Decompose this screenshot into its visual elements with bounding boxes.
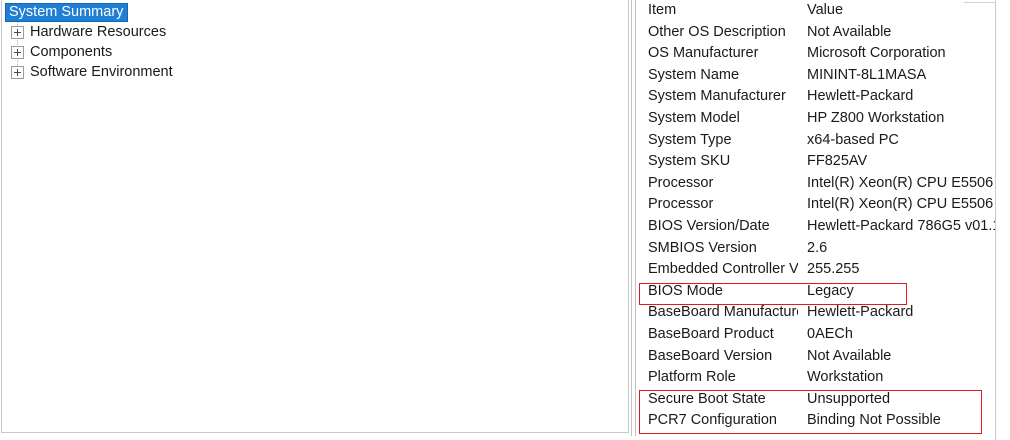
tree-item-components[interactable]: Components bbox=[2, 42, 628, 62]
row-value: 0AECh bbox=[807, 325, 853, 342]
row-value: Binding Not Possible bbox=[807, 412, 941, 429]
row-value: 2.6 bbox=[807, 239, 828, 256]
row-item: System Type bbox=[648, 131, 732, 148]
tree-item-system-summary[interactable]: System Summary bbox=[2, 2, 628, 22]
column-header-item[interactable]: Item bbox=[648, 2, 677, 18]
row-item: Secure Boot State bbox=[648, 390, 766, 407]
row-value: Not Available bbox=[807, 347, 892, 364]
table-row[interactable]: Processor Intel(R) Xeon(R) CPU E5506 bbox=[639, 194, 996, 216]
row-value: Intel(R) Xeon(R) CPU E5506 bbox=[807, 174, 994, 191]
plus-box-icon[interactable] bbox=[11, 25, 24, 39]
table-row-pcr7-configuration[interactable]: PCR7 Configuration Binding Not Possible bbox=[639, 410, 996, 432]
table-row[interactable]: OS Manufacturer Microsoft Corporation bbox=[639, 43, 996, 65]
table-row[interactable]: Processor Intel(R) Xeon(R) CPU E5506 bbox=[639, 173, 996, 195]
tree-item-hardware-resources-label: Hardware Resources bbox=[30, 24, 167, 40]
table-row[interactable]: Platform Role Workstation bbox=[639, 367, 996, 389]
system-tree: System Summary Hardware Resources Compon… bbox=[2, 0, 628, 82]
row-value: MININT-8L1MASA bbox=[807, 66, 927, 83]
row-item: BaseBoard Product bbox=[648, 325, 774, 342]
tree-item-system-summary-label: System Summary bbox=[5, 2, 129, 22]
row-value: x64-based PC bbox=[807, 131, 899, 148]
row-item: Processor bbox=[648, 196, 714, 213]
table-row[interactable]: BIOS Version/Date Hewlett-Packard 786G5 … bbox=[639, 216, 996, 238]
column-header-value[interactable]: Value bbox=[807, 2, 844, 18]
row-value: Workstation bbox=[807, 369, 884, 386]
table-row[interactable]: SMBIOS Version 2.6 bbox=[639, 238, 996, 260]
row-value: Hewlett-Packard bbox=[807, 88, 914, 105]
plus-box-icon[interactable] bbox=[11, 45, 24, 59]
navigation-tree-panel[interactable]: System Summary Hardware Resources Compon… bbox=[1, 0, 629, 433]
row-item: Embedded Controller V... bbox=[648, 261, 798, 278]
table-header-row[interactable]: Item Value bbox=[639, 0, 996, 22]
table-row[interactable]: Other OS Description Not Available bbox=[639, 22, 996, 44]
table-row[interactable]: System Manufacturer Hewlett-Packard bbox=[639, 86, 996, 108]
row-value: Hewlett-Packard 786G5 v01.17, 8/ bbox=[807, 217, 996, 234]
table-row-secure-boot-state[interactable]: Secure Boot State Unsupported bbox=[639, 389, 996, 411]
row-value: 255.255 bbox=[807, 261, 860, 278]
table-row[interactable]: System Name MININT-8L1MASA bbox=[639, 65, 996, 87]
row-item: System SKU bbox=[648, 153, 731, 170]
system-summary-table: Item Value Other OS Description Not Avai… bbox=[639, 0, 996, 432]
window-top-border bbox=[964, 2, 996, 3]
row-item: PCR7 Configuration bbox=[648, 412, 777, 429]
row-item: BaseBoard Version bbox=[648, 347, 773, 364]
plus-box-icon[interactable] bbox=[11, 65, 24, 79]
row-value: Not Available bbox=[807, 23, 892, 40]
table-row[interactable]: BaseBoard Product 0AECh bbox=[639, 324, 996, 346]
table-row[interactable]: System Type x64-based PC bbox=[639, 130, 996, 152]
row-value: Microsoft Corporation bbox=[807, 45, 946, 62]
table-row[interactable]: System SKU FF825AV bbox=[639, 151, 996, 173]
row-item: SMBIOS Version bbox=[648, 239, 757, 256]
tree-item-software-environment[interactable]: Software Environment bbox=[2, 62, 628, 82]
row-item: BaseBoard Manufacturer bbox=[648, 304, 798, 321]
row-item: Platform Role bbox=[648, 369, 736, 386]
row-item: System Model bbox=[648, 109, 740, 126]
tree-item-hardware-resources[interactable]: Hardware Resources bbox=[2, 22, 628, 42]
row-value: HP Z800 Workstation bbox=[807, 109, 945, 126]
row-item: OS Manufacturer bbox=[648, 45, 759, 62]
tree-item-components-label: Components bbox=[30, 44, 113, 60]
row-item: BIOS Version/Date bbox=[648, 217, 770, 234]
row-value: FF825AV bbox=[807, 153, 868, 170]
window-right-border bbox=[995, 0, 996, 440]
row-value: Legacy bbox=[807, 282, 854, 299]
table-row[interactable]: System Model HP Z800 Workstation bbox=[639, 108, 996, 130]
details-panel[interactable]: Item Value Other OS Description Not Avai… bbox=[631, 0, 996, 436]
row-value: Intel(R) Xeon(R) CPU E5506 bbox=[807, 196, 994, 213]
row-value: Unsupported bbox=[807, 390, 891, 407]
row-item: Processor bbox=[648, 174, 714, 191]
table-row[interactable]: BaseBoard Version Not Available bbox=[639, 346, 996, 368]
details-scroll-area[interactable]: Item Value Other OS Description Not Avai… bbox=[639, 0, 996, 436]
row-item: System Manufacturer bbox=[648, 88, 786, 105]
tree-item-software-environment-label: Software Environment bbox=[30, 64, 173, 80]
table-row[interactable]: BaseBoard Manufacturer Hewlett-Packard bbox=[639, 302, 996, 324]
table-row[interactable]: Embedded Controller V... 255.255 bbox=[639, 259, 996, 281]
row-value: Hewlett-Packard bbox=[807, 304, 914, 321]
table-row-bios-mode[interactable]: BIOS Mode Legacy bbox=[639, 281, 996, 303]
row-item: System Name bbox=[648, 66, 740, 83]
row-item: BIOS Mode bbox=[648, 282, 723, 299]
row-item: Other OS Description bbox=[648, 23, 786, 40]
